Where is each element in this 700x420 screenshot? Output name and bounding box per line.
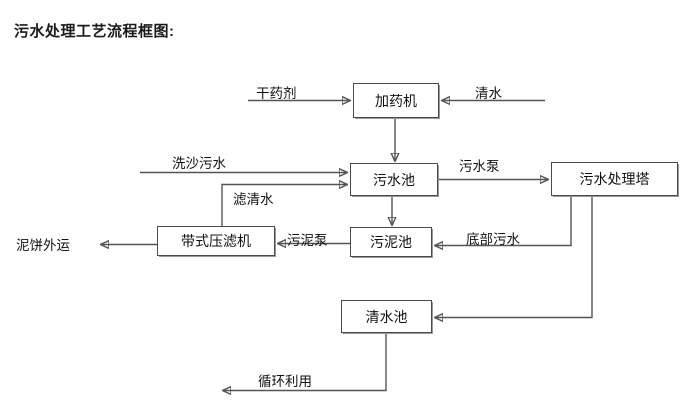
edge-label-sludge-pump: 污泥泵 — [287, 233, 328, 248]
node-belt-filter-press-label: 带式压滤机 — [181, 233, 251, 249]
node-sewage-pool[interactable]: 污水池 — [350, 163, 438, 196]
edge-label-dry-chemical: 干药剂 — [256, 86, 297, 101]
terminal-label-mud-cake-out: 泥饼外运 — [16, 238, 70, 253]
node-belt-filter-press[interactable]: 带式压滤机 — [157, 226, 275, 256]
page-title: 污水处理工艺流程框图: — [14, 23, 175, 40]
node-treatment-tower[interactable]: 污水处理塔 — [551, 162, 678, 196]
node-sludge-pool[interactable]: 污泥池 — [350, 227, 432, 257]
edge-tower-to-clear-water — [435, 196, 593, 318]
node-dosing-machine[interactable]: 加药机 — [353, 83, 439, 118]
node-clear-water-pool[interactable]: 清水池 — [341, 300, 432, 333]
node-treatment-tower-label: 污水处理塔 — [579, 171, 650, 187]
edge-label-bottom-sewage: 底部污水 — [466, 232, 520, 247]
edge-label-sand-wash-sewage: 洗沙污水 — [172, 156, 226, 171]
node-clear-water-pool-label: 清水池 — [365, 308, 408, 325]
node-dosing-machine-label: 加药机 — [375, 92, 417, 109]
edge-bottom-sewage — [435, 196, 572, 246]
node-sewage-pool-label: 污水池 — [373, 171, 415, 188]
edge-label-sewage-pump: 污水泵 — [459, 159, 500, 174]
edge-label-filtered-clear-water: 滤清水 — [233, 192, 274, 207]
edge-filtered-clear-water — [221, 185, 347, 226]
edge-recycle-reuse — [223, 333, 387, 391]
edge-label-clean-water: 清水 — [475, 86, 502, 101]
node-sludge-pool-label: 污泥池 — [370, 234, 412, 250]
terminal-label-recycle-reuse: 循环利用 — [258, 374, 312, 389]
